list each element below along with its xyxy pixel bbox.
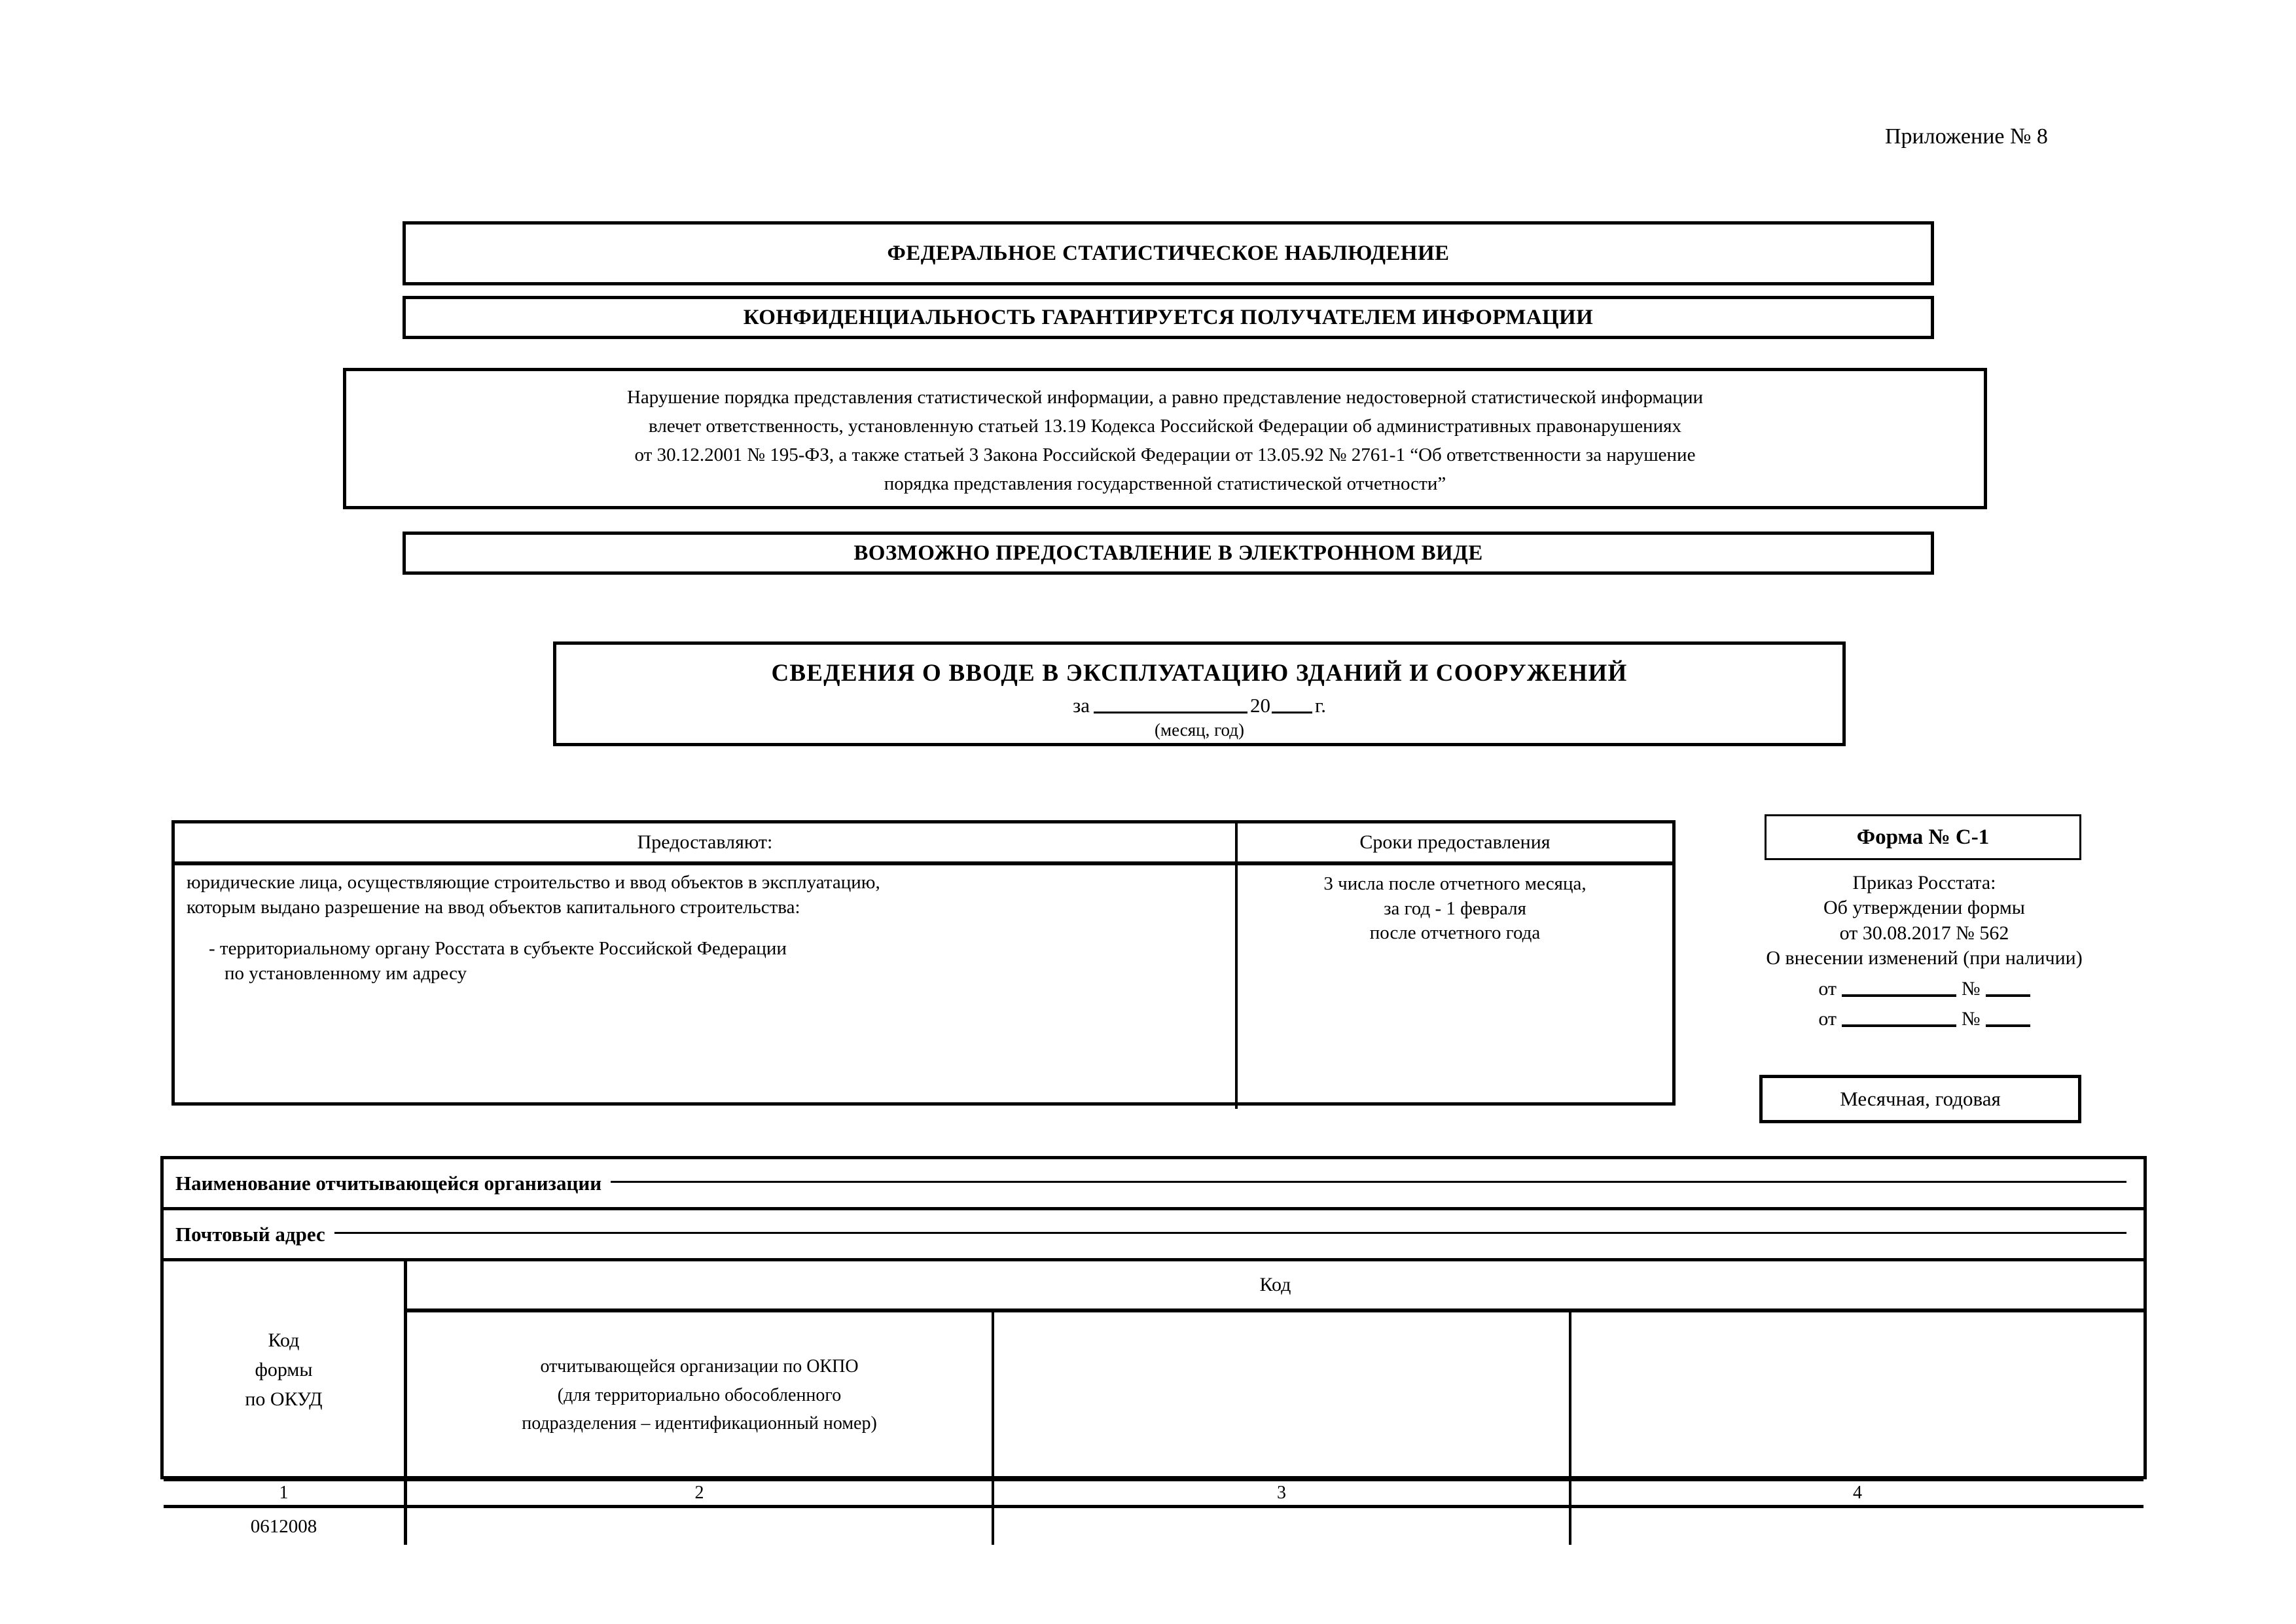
column-number-3: 3 [994, 1481, 1571, 1505]
providers-cell: юридические лица, осуществляющие строите… [175, 865, 1235, 1109]
okpo-header-line-3: подразделения – идентификационный номер) [522, 1413, 877, 1434]
column-number-1: 1 [164, 1481, 407, 1505]
providers-line-2: которым выдано разрешение на ввод объект… [187, 896, 800, 918]
organization-name-row: Наименование отчитывающейся организации [164, 1159, 2144, 1210]
okud-code-value: 0612008 [164, 1508, 407, 1545]
column-number-4: 4 [1853, 1483, 1862, 1503]
okud-code-column-header: Код формы по ОКУД [164, 1261, 407, 1478]
postal-address-label: Почтовый адрес [175, 1222, 325, 1246]
amendment-1-date-input[interactable] [1842, 994, 1957, 997]
postal-address-row: Почтовый адрес [164, 1210, 2144, 1261]
okud-header-line-1: Код [268, 1329, 300, 1351]
banner-federal-statistical-observation: ФЕДЕРАЛЬНОЕ СТАТИСТИЧЕСКОЕ НАБЛЮДЕНИЕ [403, 221, 1934, 285]
providers-column-header: Предоставляют: [637, 831, 773, 853]
amendment-1-no-label: № [1962, 977, 1981, 1000]
deadline-line-3: после отчетного года [1369, 922, 1541, 944]
periodicity-text: Месячная, годовая [1840, 1087, 2001, 1110]
deadline-line-2: за год - 1 февраля [1384, 897, 1526, 919]
deadline-line-1: 3 числа после отчетного месяца, [1323, 873, 1587, 894]
amendment-1-ot-label: от [1818, 977, 1837, 1000]
code-4-input[interactable] [1571, 1508, 2144, 1545]
okpo-code-input[interactable] [407, 1508, 994, 1545]
form-title-box: СВЕДЕНИЯ О ВВОДЕ В ЭКСПЛУАТАЦИЮ ЗДАНИЙ И… [553, 641, 1846, 746]
providers-line-4: по установленному им адресу [224, 963, 467, 984]
amendment-2-number-input[interactable] [1985, 1024, 2030, 1027]
legal-warning-line-3: от 30.12.2001 № 195-ФЗ, а также статьей … [634, 444, 1696, 465]
banner-electronic-submission: ВОЗМОЖНО ПРЕДОСТАВЛЕНИЕ В ЭЛЕКТРОННОМ ВИ… [403, 532, 1934, 575]
legal-warning-line-4: порядка представления государственной ст… [884, 473, 1446, 495]
code-subheader-row: отчитывающейся организации по ОКПО (для … [407, 1312, 2144, 1478]
okpo-column-header: отчитывающейся организации по ОКПО (для … [407, 1312, 994, 1478]
deadlines-cell: 3 числа после отчетного месяца, за год -… [1235, 865, 1672, 1109]
period-year-input[interactable] [1272, 712, 1313, 713]
code-3-input[interactable] [994, 1508, 1571, 1545]
providers-line-3: - территориальному органу Росстата в суб… [209, 938, 787, 960]
postal-address-input[interactable] [334, 1231, 2126, 1234]
amendment-1-number-input[interactable] [1985, 994, 2030, 997]
form-number-text: Форма № С-1 [1856, 825, 1990, 849]
amendment-row-1: от № [1708, 977, 2140, 1001]
reporting-period-hint: (месяц, год) [1155, 720, 1244, 740]
code-columns-group: Код отчитывающейся организации по ОКПО (… [407, 1261, 2144, 1478]
okud-header-line-2: формы [255, 1359, 313, 1380]
providers-table-body-row: юридические лица, осуществляющие строите… [175, 865, 1672, 1109]
order-line-4: О внесении изменений (при наличии) [1766, 947, 2083, 969]
code-column-3-header [994, 1312, 1571, 1478]
page-title: СВЕДЕНИЯ О ВВОДЕ В ЭКСПЛУАТАЦИЮ ЗДАНИЙ И… [771, 660, 1628, 687]
providers-table-header-row: Предоставляют: Сроки предоставления [175, 823, 1672, 865]
period-suffix-label: г. [1315, 694, 1326, 717]
deadlines-column-header: Сроки предоставления [1235, 823, 1672, 861]
organization-name-label: Наименование отчитывающейся организации [175, 1171, 602, 1195]
order-line-1: Приказ Росстата: [1852, 872, 1996, 893]
code-column-4-header [1571, 1312, 2144, 1478]
table-row: 0612008 [164, 1508, 2144, 1545]
amendment-2-date-input[interactable] [1842, 1024, 1957, 1027]
okud-header-line-3: по ОКУД [245, 1388, 323, 1410]
legal-warning-line-1: Нарушение порядка представления статисти… [626, 386, 1703, 408]
reporting-period-line: за 20 г. [556, 694, 1842, 717]
appendix-label: Приложение № 8 [1885, 124, 2048, 149]
order-info-block: Приказ Росстата: Об утверждении формы от… [1708, 871, 2140, 1032]
code-group-header: Код [407, 1261, 2144, 1312]
order-line-3: от 30.08.2017 № 562 [1839, 922, 2009, 944]
providers-line-1: юридические лица, осуществляющие строите… [187, 872, 880, 893]
banner-confidentiality-text: КОНФИДЕНЦИАЛЬНОСТЬ ГАРАНТИРУЕТСЯ ПОЛУЧАТ… [743, 305, 1594, 329]
providers-deadlines-table: Предоставляют: Сроки предоставления юрид… [171, 820, 1676, 1109]
okpo-header-line-1: отчитывающейся организации по ОКПО [540, 1356, 859, 1377]
periodicity-box: Месячная, годовая [1759, 1075, 2081, 1123]
amendment-row-2: от № [1708, 1007, 2140, 1032]
banner-electronic-text: ВОЗМОЖНО ПРЕДОСТАВЛЕНИЕ В ЭЛЕКТРОННОМ ВИ… [853, 541, 1483, 565]
column-numbers-row: 1 2 3 4 [164, 1478, 2144, 1508]
amendment-2-no-label: № [1962, 1007, 1981, 1030]
amendment-2-ot-label: от [1818, 1007, 1837, 1030]
period-century-label: 20 [1250, 694, 1271, 717]
order-line-2: Об утверждении формы [1823, 897, 2025, 919]
banner-confidentiality: КОНФИДЕНЦИАЛЬНОСТЬ ГАРАНТИРУЕТСЯ ПОЛУЧАТ… [403, 296, 1934, 339]
banner-federal-text: ФЕДЕРАЛЬНОЕ СТАТИСТИЧЕСКОЕ НАБЛЮДЕНИЕ [887, 241, 1450, 265]
legal-warning-box: Нарушение порядка представления статисти… [343, 368, 1987, 509]
legal-warning-line-2: влечет ответственность, установленную ст… [649, 415, 1681, 437]
period-month-input[interactable] [1094, 712, 1248, 713]
code-grid: Код формы по ОКУД Код отчитывающейся орг… [164, 1261, 2144, 1478]
okpo-header-line-2: (для территориально обособленного [557, 1384, 842, 1405]
organization-name-input[interactable] [611, 1180, 2126, 1183]
organization-details-block: Наименование отчитывающейся организации … [160, 1156, 2147, 1545]
form-number-box: Форма № С-1 [1765, 814, 2081, 860]
column-number-2: 2 [407, 1481, 994, 1505]
period-prefix-label: за [1073, 694, 1090, 717]
